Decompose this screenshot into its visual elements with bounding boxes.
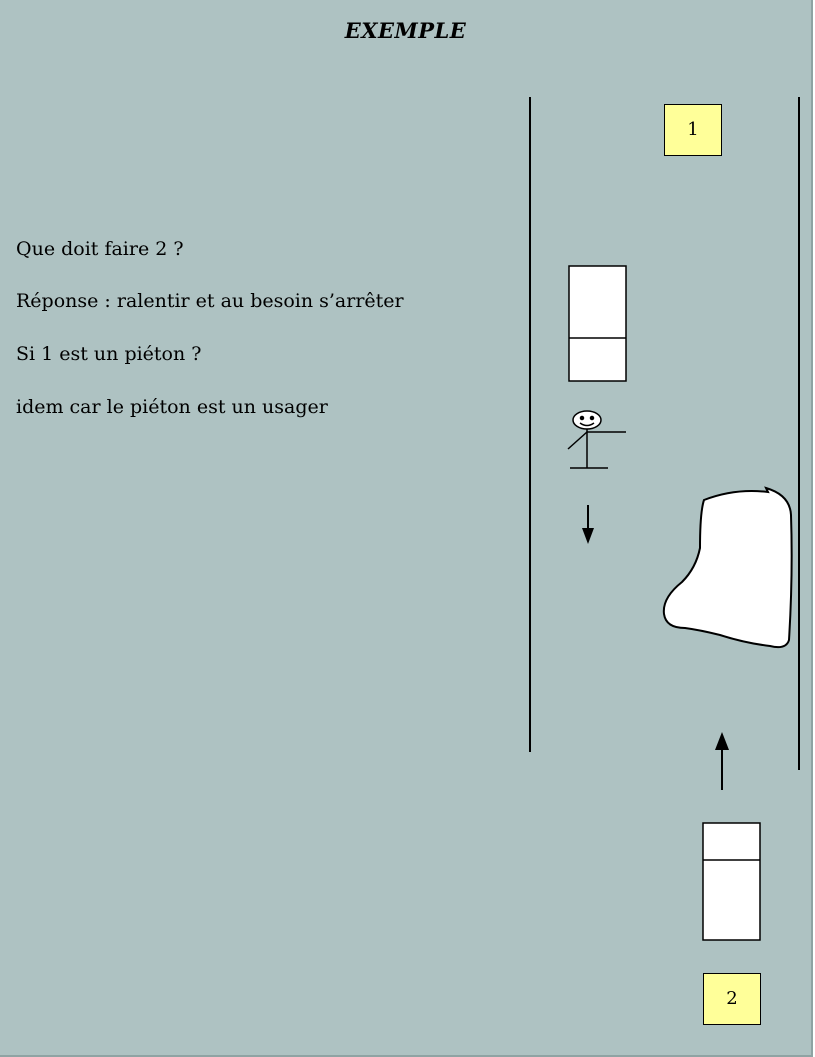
vehicle-2-shape xyxy=(702,822,761,941)
slide-title: EXEMPLE xyxy=(344,18,467,43)
question-text: Que doit faire 2 ? xyxy=(16,238,184,260)
answer2-text: idem car le piéton est un usager xyxy=(16,396,328,418)
vehicle-1-label: 1 xyxy=(664,104,722,156)
question2-text: Si 1 est un piéton ? xyxy=(16,343,202,365)
arrow-up-icon xyxy=(715,732,729,790)
arrow-down-icon xyxy=(582,505,594,544)
answer-text: Réponse : ralentir et au besoin s’arrête… xyxy=(16,290,404,312)
pedestrian-icon xyxy=(567,410,626,469)
obstacle-shape xyxy=(662,486,793,649)
vehicle-2-label: 2 xyxy=(703,973,761,1025)
parked-vehicle xyxy=(568,265,627,382)
